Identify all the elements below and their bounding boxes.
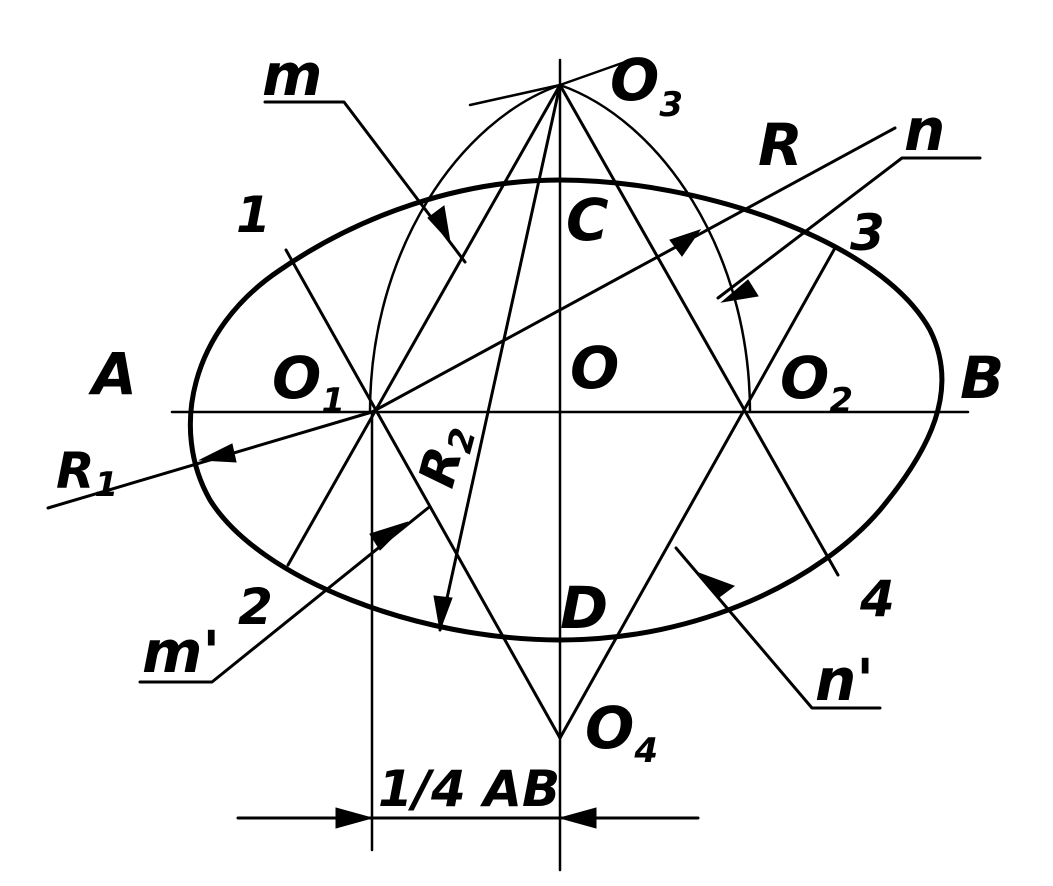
- label-o4: O4: [585, 694, 658, 771]
- label-a: A: [88, 340, 137, 408]
- line-o3-to-4: [558, 83, 840, 577]
- radius-r2-line: [438, 83, 562, 632]
- label-point-4: 4: [859, 570, 895, 628]
- label-o2: O2: [780, 344, 853, 421]
- radius-r2-arrowhead: [433, 595, 453, 632]
- label-r2: R2: [408, 418, 485, 494]
- label-point-3: 3: [850, 204, 885, 262]
- label-c: C: [566, 186, 609, 254]
- label-m: m: [262, 41, 322, 109]
- leader-m: [263, 100, 467, 264]
- label-n-prime: n': [815, 646, 874, 714]
- leader-n-arrowhead: [720, 279, 759, 303]
- radius-r-arrowhead: [669, 229, 702, 257]
- oval-outline: [187, 177, 945, 643]
- label-b: B: [960, 344, 1004, 412]
- radius-r1-arrowhead: [198, 443, 237, 463]
- leader-n-prime-arrowhead: [694, 570, 736, 599]
- label-r1: R1: [56, 442, 118, 505]
- label-point-1: 1: [236, 186, 271, 244]
- label-o1: O1: [272, 344, 345, 421]
- label-d: D: [560, 574, 608, 642]
- construction-arc-top-right: [558, 60, 627, 87]
- leader-m-prime: [138, 506, 430, 684]
- label-quarter-ab: 1/4 AB: [378, 760, 560, 818]
- leader-m-prime-arrowhead: [369, 521, 409, 551]
- leader-n: [716, 156, 982, 300]
- dimension-arrowhead-right: [558, 807, 597, 829]
- leader-m-arrowhead: [427, 205, 451, 244]
- radius-r-line: [370, 126, 897, 414]
- label-n: n: [904, 96, 945, 164]
- line-o3-to-2: [286, 83, 562, 567]
- line-o4-to-3: [558, 246, 837, 740]
- label-m-prime: m': [142, 618, 220, 686]
- line-o4-to-1: [284, 248, 562, 740]
- leader-n-prime: [674, 546, 882, 710]
- label-r: R: [758, 111, 803, 179]
- construction-arc-top-left: [468, 83, 562, 107]
- label-o3: O3: [610, 46, 683, 125]
- label-point-2: 2: [238, 578, 273, 636]
- label-o: O: [570, 334, 619, 402]
- dimension-arrowhead-left: [335, 807, 374, 829]
